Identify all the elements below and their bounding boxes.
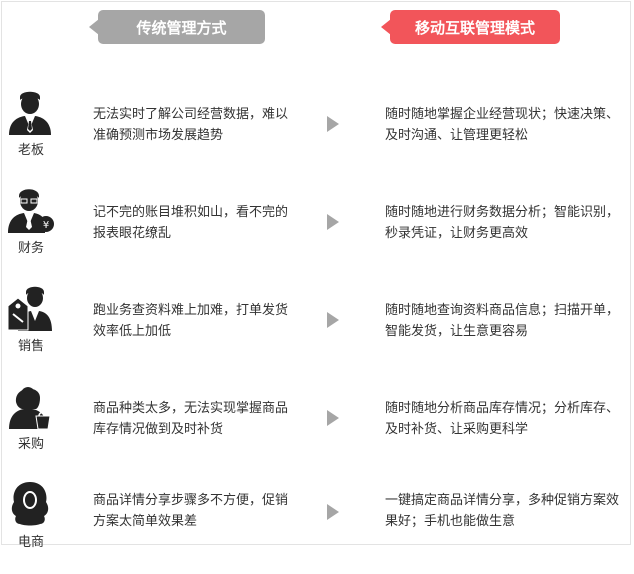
row-purchasing: 采购 商品种类太多，无法实现掌握商品 库存情况做到及时补货 随时随地分析商品库存… — [0, 378, 634, 476]
role-label: 销售 — [17, 339, 44, 354]
ecommerce-person-icon — [6, 480, 54, 528]
mobile-text: 随时随地分析商品库存情况；分析库存、 及时补货、让采购更科学 — [385, 401, 620, 437]
role-label: 老板 — [17, 143, 44, 158]
role-label: 采购 — [17, 437, 44, 452]
mobile-text: 随时随地进行财务数据分析；智能识别， 秒录凭证，让财务更高效 — [385, 205, 620, 241]
purchasing-person-icon — [6, 382, 54, 430]
row-boss: 老板 无法实时了解公司经营数据，难以 准确预测市场发展趋势 随时随地掌握企业经营… — [0, 84, 634, 182]
mobile-text: 一键搞定商品详情分享，多种促销方案效 果好；手机也能做生意 — [385, 493, 620, 529]
arrow-right-icon — [327, 214, 339, 230]
traditional-text: 跑业务查资料难上加难，打单发货 效率低上加低 — [93, 303, 289, 339]
mobile-text: 随时随地掌握企业经营现状；快速决策、 及时沟通、让管理更轻松 — [385, 107, 620, 143]
mobile-text: 随时随地查询资料商品信息；扫描开单， 智能发货，让生意更容易 — [385, 303, 620, 339]
row-ecommerce: 电商 商品详情分享步骤多不方便，促销 方案太简单效果差 一键搞定商品详情分享，多… — [0, 476, 634, 574]
mobile-header-tab: 移动互联管理模式 — [381, 10, 560, 44]
row-finance: ¥ 财务 记不完的账目堆积如山，看不完的 报表眼花缭乱 随时随地进行财务数据分析… — [0, 182, 634, 280]
traditional-text: 商品详情分享步骤多不方便，促销 方案太简单效果差 — [93, 493, 289, 529]
role-label: 财务 — [17, 241, 44, 256]
arrow-right-icon — [327, 504, 339, 520]
svg-text:¥: ¥ — [43, 220, 49, 231]
traditional-text: 商品种类太多，无法实现掌握商品 库存情况做到及时补货 — [93, 401, 289, 437]
sales-person-icon — [6, 284, 54, 332]
boss-person-icon — [6, 88, 54, 136]
traditional-header-tab: 传统管理方式 — [89, 10, 265, 44]
traditional-text: 无法实时了解公司经营数据，难以 准确预测市场发展趋势 — [93, 107, 289, 143]
arrow-right-icon — [327, 116, 339, 132]
diagram-frame — [1, 1, 631, 545]
finance-person-icon: ¥ — [6, 186, 54, 234]
row-sales: 销售 跑业务查资料难上加难，打单发货 效率低上加低 随时随地查询资料商品信息；扫… — [0, 280, 634, 378]
arrow-right-icon — [327, 312, 339, 328]
traditional-text: 记不完的账目堆积如山，看不完的 报表眼花缭乱 — [93, 205, 289, 241]
arrow-right-icon — [327, 410, 339, 426]
role-label: 电商 — [17, 535, 44, 550]
